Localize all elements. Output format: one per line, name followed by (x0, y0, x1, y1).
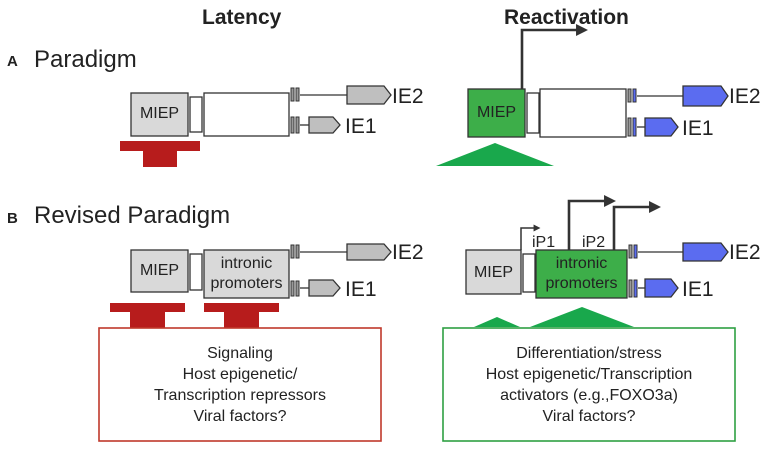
repression-bar (204, 303, 279, 312)
enhancer-small-box (189, 96, 203, 133)
miep-label: MIEP (139, 262, 180, 279)
ie2-label: IE2 (729, 241, 761, 264)
exon-small (628, 279, 633, 298)
activators-box (442, 327, 736, 442)
header-reactivation: Reactivation (504, 6, 629, 29)
exon-small (295, 280, 300, 297)
exon-small (290, 116, 295, 134)
activators-line: Differentiation/stress (516, 345, 662, 362)
activation-arrow (530, 307, 634, 327)
exon-small (290, 244, 295, 259)
exon-small (290, 87, 295, 102)
intronic-promoters-box (203, 249, 290, 299)
exon-small (632, 88, 637, 103)
activation-arrow-small (474, 317, 520, 327)
repression-stem (224, 311, 259, 328)
activators-line: Viral factors? (542, 408, 636, 425)
tss-arrow-ip1 (567, 195, 616, 250)
tss-arrow (520, 24, 588, 89)
exon-small (627, 117, 632, 137)
intron-box (203, 92, 290, 137)
ie1-exon-arrow-active (644, 278, 679, 298)
ie2-exon-arrow (346, 85, 392, 105)
ie1-exon-arrow (308, 279, 341, 297)
miep-box (130, 249, 189, 293)
promoters-label: promoters (210, 275, 283, 292)
ie1-exon-arrow-active (644, 117, 679, 137)
intronic-label: intronic (220, 255, 273, 272)
panel-b-reactivation (442, 195, 736, 442)
tss-arrow-ip2 (612, 201, 661, 250)
activators-line: Host epigenetic/Transcription (485, 366, 693, 383)
ie2-label: IE2 (392, 241, 424, 264)
panel-a-latency (120, 85, 392, 167)
section-b-title: Revised Paradigm (34, 202, 231, 229)
activators-line: activators (e.g.,FOXO3a) (500, 387, 678, 404)
ie1-exon-arrow (308, 116, 341, 134)
exon-small (628, 244, 633, 259)
ie2-exon-arrow (346, 243, 392, 261)
ie2-label: IE2 (729, 85, 761, 108)
ip1-label: iP1 (532, 234, 556, 251)
ip2-label: iP2 (582, 234, 606, 251)
repressors-box (98, 327, 382, 442)
repression-stem (130, 311, 165, 328)
miep-box (465, 249, 522, 295)
repression-bar (110, 303, 185, 312)
repression-bar (120, 141, 200, 151)
repressors-line: Viral factors? (193, 408, 287, 425)
miep-label: MIEP (139, 105, 180, 122)
ie1-label: IE1 (345, 278, 377, 301)
exon-small (632, 117, 637, 137)
panel-a-reactivation (436, 24, 729, 166)
repression-stem (143, 150, 177, 167)
tss-arrow-miep (520, 224, 541, 250)
ie1-label: IE1 (345, 115, 377, 138)
miep-box (130, 92, 189, 137)
header-latency: Latency (202, 6, 282, 29)
ie2-exon-arrow-active (682, 242, 729, 262)
exon-small (290, 280, 295, 297)
section-b-letter: B (7, 210, 18, 227)
repressors-text: Signaling Host epigenetic/ Transcription… (99, 343, 381, 427)
intronic-promoters-box-active (535, 249, 628, 299)
ie2-label: IE2 (392, 85, 424, 108)
exon-small (295, 87, 300, 102)
enhancer-small-box (526, 92, 540, 134)
promoters-label: promoters (545, 275, 618, 292)
intronic-label: intronic (555, 255, 608, 272)
panel-b-latency (98, 243, 392, 442)
section-a-letter: A (7, 53, 18, 70)
activation-arrow (436, 143, 554, 166)
ie1-label: IE1 (682, 117, 714, 140)
exon-small (633, 279, 638, 298)
enhancer-small-box (189, 253, 203, 291)
enhancer-small-box (522, 253, 536, 293)
exon-small (295, 116, 300, 134)
repressors-line: Transcription repressors (154, 387, 326, 404)
miep-label: MIEP (476, 104, 517, 121)
ie1-label: IE1 (682, 278, 714, 301)
section-a-title: Paradigm (34, 46, 137, 73)
miep-box-active (467, 88, 526, 138)
repressors-line: Signaling (207, 345, 273, 362)
miep-label: MIEP (473, 264, 514, 281)
intron-box (539, 88, 627, 138)
activators-text: Differentiation/stress Host epigenetic/T… (443, 343, 735, 427)
exon-small (627, 88, 632, 103)
repressors-line: Host epigenetic/ (182, 366, 298, 383)
exon-small (633, 244, 638, 259)
exon-small (295, 244, 300, 259)
ie2-exon-arrow-active (682, 85, 729, 107)
